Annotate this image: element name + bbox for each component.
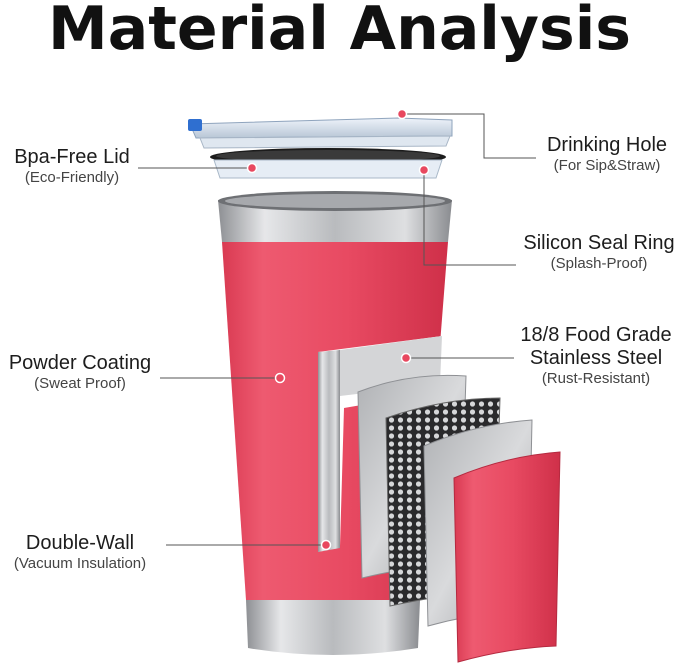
steel-note: (Rust-Resistant)	[541, 370, 651, 387]
lid-callout: Bpa-Free Lid (Eco-Friendly)	[8, 146, 136, 186]
coating-note: (Sweat Proof)	[34, 375, 126, 392]
powder-coat-layer	[453, 451, 561, 663]
coating-callout: Powder Coating (Sweat Proof)	[0, 352, 160, 392]
seal-callout: Silicon Seal Ring (Splash-Proof)	[518, 232, 679, 272]
hole-label: Drinking Hole	[546, 134, 668, 156]
lid	[188, 117, 453, 179]
seal-dot	[418, 164, 430, 176]
seal-note: (Splash-Proof)	[550, 255, 648, 272]
wall-note: (Vacuum Insulation)	[13, 555, 147, 572]
hole-dot	[396, 108, 408, 120]
seal-leader-line	[423, 170, 516, 266]
hole-leader-line	[402, 113, 536, 159]
lid-label: Bpa-Free Lid	[14, 146, 130, 168]
wall-callout: Double-Wall (Vacuum Insulation)	[0, 532, 160, 572]
hole-callout: Drinking Hole (For Sip&Straw)	[540, 134, 674, 174]
seal-label: Silicon Seal Ring	[523, 232, 675, 254]
coating-dot	[274, 372, 286, 384]
page-title: Material Analysis	[48, 0, 631, 64]
coating-label: Powder Coating	[8, 352, 152, 374]
steel-dot	[400, 352, 412, 364]
lid-note: (Eco-Friendly)	[24, 169, 120, 186]
steel-label-line1: 18/8 Food Grade	[520, 324, 672, 346]
lid-dot	[246, 162, 258, 174]
steel-label-line2: Stainless Steel	[529, 347, 663, 369]
hole-note: (For Sip&Straw)	[553, 157, 661, 174]
wall-label: Double-Wall	[25, 532, 135, 554]
steel-callout: 18/8 Food Grade Stainless Steel (Rust-Re…	[514, 324, 678, 387]
wall-dot	[320, 539, 332, 551]
